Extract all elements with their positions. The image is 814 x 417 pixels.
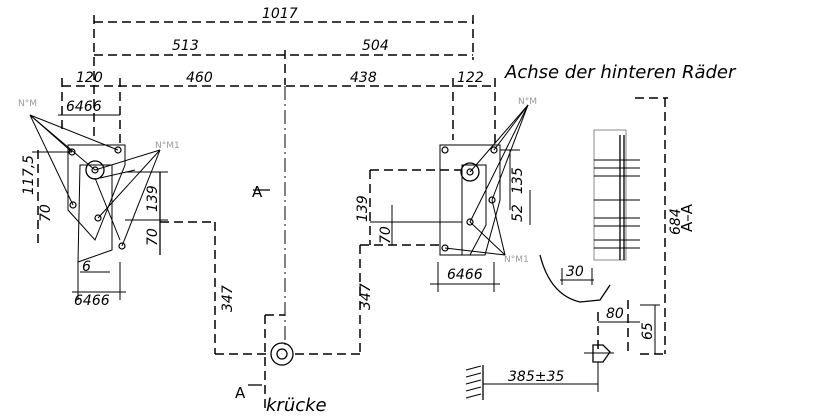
dim-section-80: 80	[606, 306, 624, 322]
centre-line: A A	[235, 86, 286, 410]
dim-504: 504	[362, 38, 389, 54]
crutch-label: krücke	[266, 395, 327, 416]
section-marker-bottom: A	[235, 384, 246, 402]
dim-right-139: 139	[355, 195, 371, 222]
dim-right-52: 52	[510, 204, 526, 222]
crutch-symbol	[270, 342, 294, 366]
rear-axle-label: Achse der hinteren Räder	[504, 62, 737, 83]
dim-left-pair-top: 6466	[66, 99, 102, 115]
dim-right-pair-bottom: 6466	[447, 267, 483, 283]
dim-122: 122	[457, 70, 484, 86]
nm-left-second: N°M1	[155, 141, 180, 151]
dim-right-135: 135	[510, 167, 526, 194]
dim-section-684: 684	[668, 208, 684, 235]
dim-438: 438	[350, 70, 377, 86]
dim-left-vert-c: 139	[145, 185, 161, 212]
section-name: A–A	[678, 203, 696, 232]
nm-right-top: N°M	[518, 97, 537, 107]
dim-section-65: 65	[640, 322, 656, 340]
dim-left-vert-d: 70	[145, 228, 161, 246]
wall-hatch	[465, 365, 484, 400]
nm-left-top: N°M	[18, 99, 37, 109]
dim-1017: 1017	[262, 6, 298, 22]
right-dimensions: 139 70 347 135 52 6466	[295, 149, 531, 355]
dim-left-pair-bottom: 6466	[74, 293, 110, 309]
dim-left-vert-a: 117,5	[21, 155, 37, 195]
wall-distance-dimension: 385±35	[483, 362, 599, 392]
left-bracket: N°M N°M1	[18, 99, 180, 263]
dim-120: 120	[76, 70, 103, 86]
dim-right-70: 70	[378, 226, 394, 244]
top-dimension-chain: 1017 513 504 120 460 438 122	[61, 6, 496, 150]
dim-left-vert-b: 70	[38, 204, 54, 222]
section-marker-top: A	[252, 183, 263, 201]
left-dimensions: 6466 117,5 70 139 70 347 6 6466	[21, 99, 270, 355]
dim-513: 513	[172, 38, 199, 54]
dim-wall-distance: 385±35	[508, 369, 564, 385]
dim-right-347: 347	[358, 283, 374, 310]
dim-left-347: 347	[220, 285, 236, 312]
nm-right-bottom: N°M1	[504, 255, 529, 265]
dim-460: 460	[186, 70, 213, 86]
dim-left-small: 6	[82, 259, 91, 275]
dim-section-30: 30	[566, 264, 584, 280]
section-a-a: 684 A–A 30 80 65	[539, 97, 696, 363]
